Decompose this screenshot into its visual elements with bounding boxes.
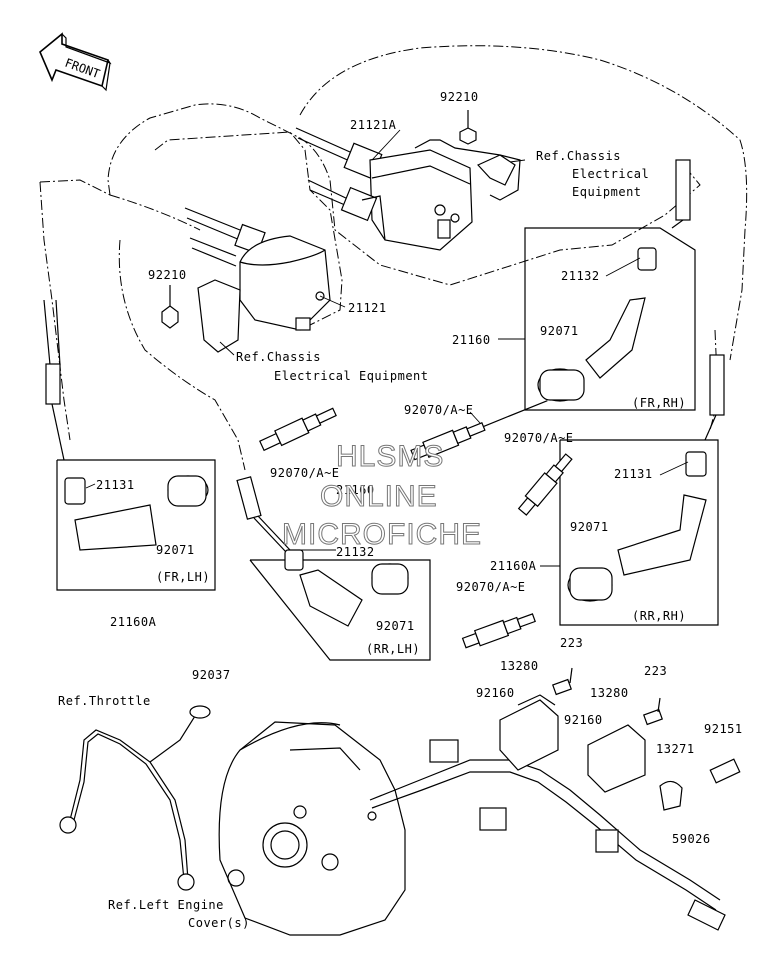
- label-92071-fr-lh: 92071: [156, 543, 195, 557]
- label-ref-chassis-left: Ref.Chassis: [236, 350, 321, 364]
- label-92160-b: 92160: [564, 713, 603, 727]
- watermark-line-2: ONLINE: [320, 480, 438, 514]
- label-92071-fr-rh: 92071: [540, 324, 579, 338]
- label-21160-rh: 21160: [452, 333, 491, 347]
- label-21160a-left: 21160A: [110, 615, 157, 629]
- label-92210-left: 92210: [148, 268, 187, 282]
- label-92071-rr-rh: 92071: [570, 520, 609, 534]
- label-ref-chassis-top: Ref.Chassis: [536, 149, 621, 163]
- plug-cap-kit-rr-rh: [559, 439, 719, 626]
- label-electrical-top: Electrical: [572, 167, 650, 181]
- plug-cap-kit-fr-lh: [56, 459, 216, 591]
- spark-plug-upper-left: [259, 407, 337, 452]
- label-92070-right: 92070/A~E: [504, 431, 574, 445]
- label-92070-center: 92070/A~E: [404, 403, 474, 417]
- spark-plug-center: [410, 400, 548, 461]
- label-21121: 21121: [348, 301, 387, 315]
- label-92070-lower: 92070/A~E: [456, 580, 526, 594]
- left-engine-cover: [218, 721, 406, 936]
- label-21121a: 21121A: [350, 118, 397, 132]
- plug-cap-kit-fr-rh: [524, 227, 696, 411]
- spark-plug-right: [517, 453, 573, 516]
- label-92151: 92151: [704, 722, 743, 736]
- label-92070-left: 92070/A~E: [270, 466, 340, 480]
- label-92071-rr-lh: 92071: [376, 619, 415, 633]
- label-rr-lh: (RR,LH): [366, 642, 421, 656]
- label-21132-center: 21132: [336, 545, 375, 559]
- plug-wire-right: [671, 159, 725, 441]
- plug-wire-center: [236, 476, 291, 553]
- label-13271: 13271: [656, 742, 695, 756]
- label-cover-s: Cover(s): [188, 916, 250, 930]
- label-59026: 59026: [672, 832, 711, 846]
- watermark-line-1: HLSMS: [335, 440, 445, 474]
- front-arrow-icon: FRONT: [39, 32, 112, 92]
- label-92037: 92037: [192, 668, 231, 682]
- label-21160a-right: 21160A: [490, 559, 537, 573]
- watermark-line-3: MICROFICHE: [282, 518, 482, 552]
- leader-lines: [85, 129, 689, 567]
- label-92210-top: 92210: [440, 90, 479, 104]
- bolt-92210-left: [161, 285, 179, 329]
- label-ref-throttle: Ref.Throttle: [58, 694, 151, 708]
- bracket-92160-b: [587, 724, 646, 793]
- label-21131-left: 21131: [96, 478, 135, 492]
- label-92160-a: 92160: [476, 686, 515, 700]
- ignition-coil-21121: [184, 207, 331, 353]
- label-21131-right: 21131: [614, 467, 653, 481]
- label-equipment-top: Equipment: [572, 185, 642, 199]
- label-21132-rh: 21132: [561, 269, 600, 283]
- label-electrical-equipment: Electrical Equipment: [274, 369, 429, 383]
- plug-cap-kit-rr-lh: [249, 549, 431, 661]
- label-fr-lh: (FR,LH): [156, 570, 211, 584]
- bracket-92160-a: [499, 694, 559, 771]
- spark-plug-lower: [461, 613, 536, 649]
- label-rr-rh: (RR,RH): [632, 609, 687, 623]
- ignition-coil-21121a: [295, 127, 521, 251]
- wire-harness-59026: [369, 739, 726, 931]
- label-223-a: 223: [560, 636, 584, 650]
- label-21160-center: 21160: [336, 483, 375, 497]
- label-fr-rh: (FR,RH): [632, 396, 687, 410]
- clamp-13271: [659, 780, 683, 811]
- bolt-223-b: [643, 697, 663, 726]
- throttle-cable-92037: [59, 705, 211, 891]
- label-13280-a: 13280: [500, 659, 539, 673]
- bolt-223-a: [552, 667, 573, 696]
- label-13280-b: 13280: [590, 686, 629, 700]
- bolt-92210-top: [459, 110, 477, 145]
- plug-wire-left: [43, 299, 65, 461]
- label-ref-left-engine: Ref.Left Engine: [108, 898, 224, 912]
- bolt-92151: [709, 758, 741, 784]
- label-223-b: 223: [644, 664, 668, 678]
